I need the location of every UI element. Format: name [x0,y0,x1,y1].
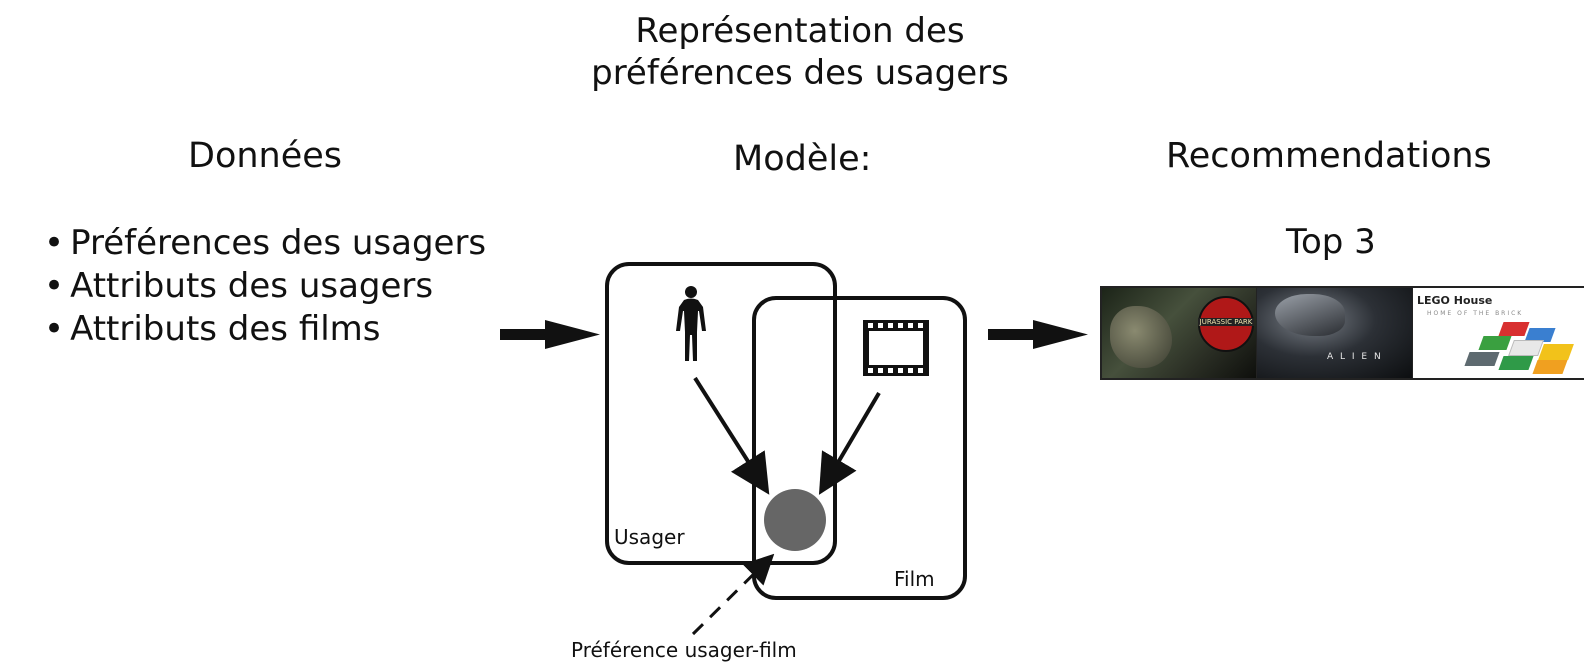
alien-poster[interactable]: A L I E N [1257,288,1412,378]
lego-house-subtext: HOME OF THE BRICK [1427,310,1524,317]
alien-head-shape [1275,294,1345,336]
usager-label: Usager [614,525,685,549]
film-strip-icon [863,320,929,376]
preference-label: Préférence usager-film [571,638,797,662]
heading-donnees: Données [188,136,343,176]
title-line-2: préférences des usagers [591,53,1009,93]
usager-box [605,262,837,565]
donnees-item: Attributs des usagers [44,265,486,308]
lego-house-logo-text: LEGO House [1417,294,1493,307]
top3-heading: Top 3 [1286,222,1376,262]
lego-bricks-icon [1461,320,1581,376]
usager-to-preference-arrow [693,376,770,495]
person-icon [676,286,706,361]
jurassic-park-poster[interactable]: JURASSIC PARK [1102,288,1256,378]
heading-modele: Modèle: [733,139,872,179]
output-arrow [988,320,1088,349]
donnees-item: Attributs des films [44,308,486,351]
heading-recommandations: Recommendations [1166,136,1492,176]
input-arrow [500,320,600,349]
lego-house-poster[interactable]: LEGO House HOME OF THE BRICK [1413,288,1584,378]
donnees-list: Préférences des usagers Attributs des us… [44,222,486,351]
film-box [752,296,967,600]
dinosaur-shape [1110,306,1172,368]
alien-logo-text: A L I E N [1327,352,1383,362]
donnees-item: Préférences des usagers [44,222,486,265]
preference-pointer-arrow [691,553,775,636]
page-title: Représentation des préférences des usage… [0,10,1584,94]
title-line-1: Représentation des [635,11,965,51]
preference-node [764,489,826,551]
film-label: Film [894,567,935,591]
film-to-preference-arrow [818,391,881,495]
jurassic-park-logo-text: JURASSIC PARK [1198,318,1254,326]
